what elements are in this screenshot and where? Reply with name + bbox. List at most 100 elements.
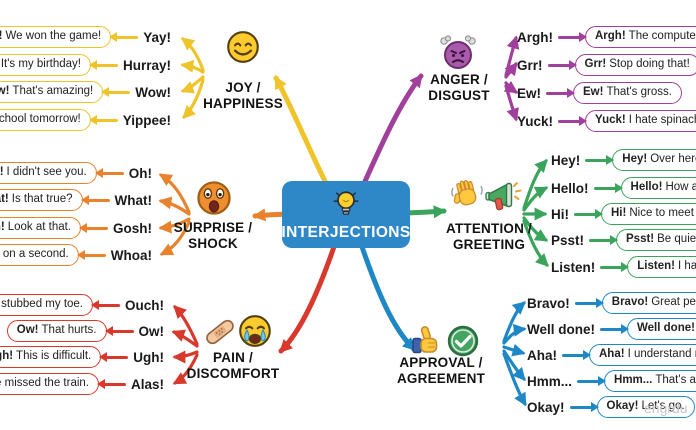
- keyword-label: Wow!: [135, 84, 171, 100]
- interjection-row: Yay!We won the game! Yay!: [0, 24, 171, 50]
- arrow-icon: [88, 59, 118, 70]
- watermark: engrdu: [644, 400, 688, 416]
- keyword-label: Ow!: [138, 323, 165, 339]
- interjection-row: Aha! Aha!I understand now.: [527, 342, 696, 368]
- arrow-icon: [109, 31, 139, 42]
- interjection-row: Well done! Well done!You finished it!: [527, 316, 696, 342]
- example-bubble: Ouch!I stubbed my toe.: [0, 293, 93, 317]
- interjection-row: Psst! Psst!Be quiet.: [551, 227, 696, 253]
- example-bubble: Hello!How are you?: [620, 176, 696, 200]
- example-bubble: Ugh!This is difficult.: [0, 345, 102, 369]
- check-mark-icon: [446, 324, 480, 363]
- arrow-icon: [558, 115, 588, 126]
- bandage-icon: [202, 314, 238, 355]
- keyword-label: Aha!: [527, 347, 557, 363]
- interjection-row: What!Is that true? What!: [0, 187, 152, 213]
- arrow-icon: [600, 261, 630, 272]
- keyword-label: Ugh!: [133, 349, 164, 365]
- interjection-row: Listen! Listen!I have an idea.: [551, 254, 696, 280]
- megaphone-icon: [484, 178, 522, 219]
- keyword-label: Listen!: [551, 259, 596, 275]
- arrow-icon: [91, 299, 120, 310]
- keyword-label: Alas!: [130, 376, 164, 392]
- keyword-label: Ouch!: [125, 297, 164, 313]
- keyword-label: Yuck!: [517, 113, 554, 129]
- keyword-label: Bravo!: [527, 295, 570, 311]
- keyword-label: Okay!: [527, 399, 565, 415]
- angry-face-icon: [437, 32, 479, 77]
- category-label-attention: ATTENTION / GREETING: [446, 221, 532, 253]
- interjection-row: Oh!I didn't see you. Oh!: [0, 160, 152, 186]
- example-bubble: Yippee!No school tomorrow!: [0, 108, 91, 132]
- example-bubble: Wow!That's amazing!: [0, 80, 104, 104]
- waving-hand-icon: [450, 176, 484, 219]
- example-bubble: Yuck!I hate spinach.: [585, 109, 696, 133]
- example-bubble: Aha!I understand now.: [589, 343, 696, 367]
- arrow-icon: [76, 249, 106, 260]
- crying-face-icon: [236, 312, 274, 355]
- arrow-icon: [88, 114, 118, 125]
- central-topic: INTERJECTIONS: [281, 181, 411, 248]
- example-bubble: Hurray!It's my birthday!: [0, 53, 91, 77]
- map-title: INTERJECTIONS: [281, 223, 411, 241]
- category-label-pain: PAIN / DISCOMFORT: [186, 350, 280, 382]
- interjection-row: Gosh!Look at that. Gosh!: [0, 215, 152, 241]
- interjection-row: Wow!That's amazing! Wow!: [0, 79, 171, 105]
- interjection-row: Okay! Okay!Let's go.: [527, 394, 695, 420]
- keyword-label: Psst!: [551, 232, 585, 248]
- keyword-label: Yay!: [143, 29, 171, 45]
- arrow-icon: [574, 208, 603, 219]
- example-bubble: Hi!Nice to meet you.: [601, 202, 696, 226]
- keyword-label: Hi!: [551, 206, 569, 222]
- example-bubble: Argh!The computer crashed.: [585, 25, 696, 49]
- category-label-approval: APPROVAL / AGREEMENT: [396, 355, 486, 387]
- example-bubble: Gosh!Look at that.: [0, 216, 81, 240]
- arrow-icon: [600, 323, 630, 334]
- keyword-label: What!: [114, 192, 153, 208]
- category-label-surprise: SURPRISE / SHOCK: [173, 220, 253, 252]
- arrow-icon: [593, 182, 623, 193]
- arrow-icon: [80, 194, 110, 205]
- arrow-icon: [569, 401, 599, 412]
- interjection-row: Hey! Hey!Over here.: [551, 147, 696, 173]
- light-bulb-icon: [331, 188, 361, 223]
- smiling-face-icon: [224, 28, 262, 71]
- example-bubble: Oh!I didn't see you.: [0, 161, 97, 185]
- keyword-label: Gosh!: [113, 220, 152, 236]
- keyword-label: Argh!: [517, 29, 553, 45]
- keyword-label: Hello!: [551, 180, 589, 196]
- keyword-label: Well done!: [527, 321, 596, 337]
- category-label-joy: JOY / HAPPINESS: [203, 80, 283, 112]
- keyword-label: Yippee!: [122, 112, 171, 128]
- example-bubble: Grr!Stop doing that!: [574, 53, 696, 77]
- keyword-label: Whoa!: [110, 247, 152, 263]
- arrow-icon: [96, 378, 126, 389]
- example-bubble: Yay!We won the game!: [0, 25, 112, 49]
- arrow-icon: [589, 234, 619, 245]
- interjection-row: Yippee!No school tomorrow! Yippee!: [0, 107, 171, 133]
- example-bubble: Hmm...That's a good point.: [604, 369, 696, 393]
- arrow-icon: [99, 351, 129, 362]
- arrow-icon: [585, 154, 615, 165]
- example-bubble: Well done!You finished it!: [627, 317, 696, 341]
- arrow-icon: [577, 375, 607, 386]
- interjection-row: Ouch!I stubbed my toe. Ouch!: [0, 292, 164, 318]
- example-bubble: Bravo!Great performance!: [601, 291, 696, 315]
- interjection-row: Yuck! Yuck!I hate spinach.: [517, 108, 696, 134]
- interjection-row: Ugh!This is difficult. Ugh!: [0, 344, 164, 370]
- keyword-label: Ew!: [517, 85, 542, 101]
- arrow-icon: [574, 297, 604, 308]
- keyword-label: Grr!: [517, 57, 543, 73]
- example-bubble: Psst!Be quiet.: [616, 228, 696, 252]
- interjection-row: Hmm... Hmm...That's a good point.: [527, 368, 696, 394]
- keyword-label: Oh!: [128, 165, 152, 181]
- keyword-label: Hmm...: [527, 373, 573, 389]
- arrow-icon: [79, 222, 108, 233]
- example-bubble: What!Is that true?: [0, 188, 83, 212]
- example-bubble: Listen!I have an idea.: [627, 255, 696, 279]
- example-bubble: Ow!That hurts.: [6, 319, 107, 343]
- example-bubble: Hey!Over here.: [612, 148, 696, 172]
- interjection-row: Whoa!Hold on a second. Whoa!: [0, 242, 152, 268]
- arrow-icon: [101, 86, 131, 97]
